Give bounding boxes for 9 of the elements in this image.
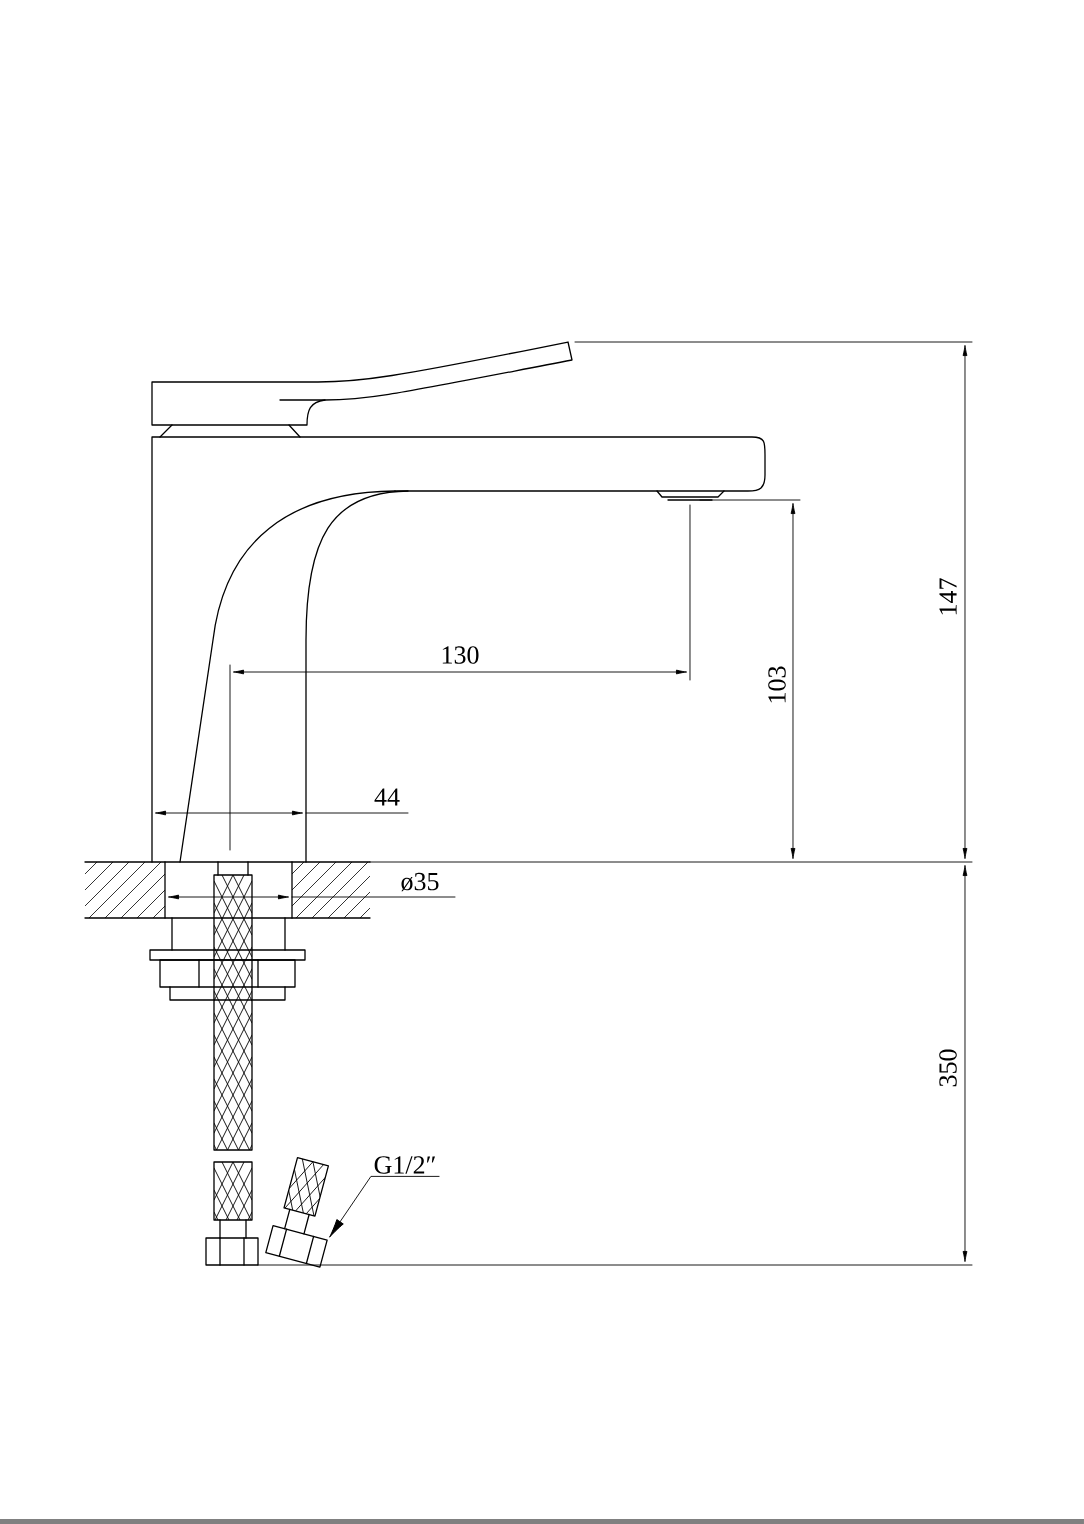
- dimension-label: 44: [374, 788, 400, 806]
- dimension-label: 350: [939, 1049, 957, 1087]
- hose-nut: [265, 1224, 328, 1268]
- thread-label: G1/2″: [374, 1156, 435, 1174]
- dimension-label: 130: [442, 646, 479, 664]
- leader-line: [329, 1175, 440, 1238]
- dimension-label: 103: [768, 666, 786, 703]
- dimension-label: 147: [939, 578, 957, 615]
- dimension-label: ø35: [401, 872, 439, 892]
